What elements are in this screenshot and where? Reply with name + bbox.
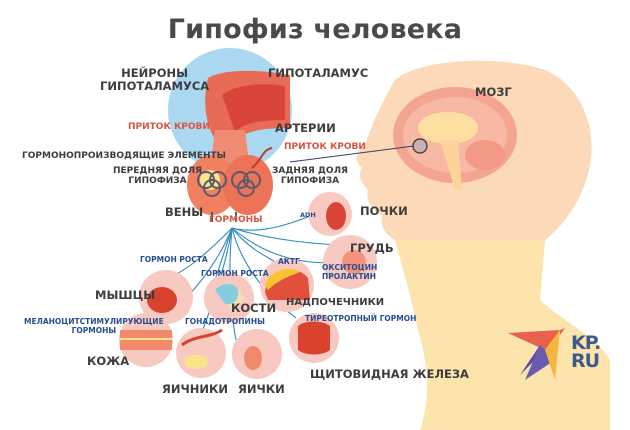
logo-kp: KP (571, 332, 595, 354)
label-line: ГИПОФИЗА (128, 176, 187, 187)
organ-muscles: МЫШЦЫ (95, 288, 156, 302)
hormone-gonadotropins: ГОНАДОТРОПИНЫ (185, 317, 265, 326)
label-line: ОКСИТОЦИН (322, 263, 378, 272)
label-line: ГИПОТАЛАМУСА (100, 79, 210, 94)
organ-thyroid: ЩИТОВИДНАЯ ЖЕЛЕЗА (310, 367, 469, 381)
hormone-melanocyte: МЕЛАНОЦИТСТИМУЛИРУЮЩИЕ ГОРМОНЫ (24, 317, 164, 335)
organ-testes: ЯИЧКИ (238, 382, 285, 396)
hormone-growth-bone: ГОРМОН РОСТА (201, 269, 269, 278)
logo-ru: RU (571, 350, 600, 373)
organ-skin: КОЖА (87, 354, 130, 368)
label-hypothalamus-neurons: НЕЙРОНЫ ГИПОТАЛАМУСА (100, 66, 210, 94)
label-arteries: АРТЕРИИ (275, 121, 336, 135)
label-veins: ВЕНЫ (165, 205, 204, 219)
kp-ru-logo: KP. RU (571, 332, 601, 373)
label-line: ГИПОФИЗА (280, 176, 340, 187)
label-brain: МОЗГ (475, 85, 512, 99)
hormone-thyrotropic: ТИРЕОТРОПНЫЙ ГОРМОН (305, 314, 417, 323)
label-line: ПЕРЕДНЯЯ ДОЛЯ (113, 166, 203, 176)
label-line: ПРОЛАКТИН (322, 271, 376, 281)
logo-dot: . (594, 332, 601, 354)
brain-illustration (393, 87, 517, 190)
hormone-growth-muscle: ГОРМОН РОСТА (140, 255, 208, 264)
logo-line1: KP. (571, 332, 601, 354)
label-line: ЗАДНЯЯ ДОЛЯ (272, 166, 348, 176)
page-title: Гипофиз человека (167, 14, 463, 45)
label-line: НЕЙРОНЫ (121, 66, 189, 80)
label-hypothalamus: ГИПОТАЛАМУС (268, 66, 369, 80)
organ-ovaries: ЯИЧНИКИ (162, 382, 229, 396)
hormone-adh: ADH (300, 211, 316, 219)
organ-bones: КОСТИ (231, 301, 277, 315)
organ-adrenals: НАДПОЧЕЧНИКИ (286, 297, 385, 308)
label-line: ГОРМОНЫ (71, 325, 117, 335)
kp-bird-logo (508, 328, 565, 380)
organ-breast: ГРУДЬ (350, 241, 394, 255)
hormone-acth: АКТГ (278, 257, 300, 266)
ovary-circle (176, 328, 226, 378)
label-hormones: ГОРМОНЫ (209, 215, 263, 225)
label-blood-flow-left: ПРИТОК КРОВИ (128, 122, 210, 132)
label-line: МЕЛАНОЦИТСТИМУЛИРУЮЩИЕ (24, 317, 164, 326)
label-hormone-producing-elements: ГОРМОНОПРОИЗВОДЯЩИЕ ЭЛЕМЕНТЫ (22, 151, 227, 161)
label-anterior-lobe: ПЕРЕДНЯЯ ДОЛЯ ГИПОФИЗА (113, 166, 202, 187)
hormone-oxytocin-prolactin: ОКСИТОЦИН ПРОЛАКТИН (322, 263, 378, 281)
label-posterior-lobe: ЗАДНЯЯ ДОЛЯ ГИПОФИЗА (272, 166, 348, 187)
organ-kidneys: ПОЧКИ (360, 204, 408, 218)
label-blood-flow-right: ПРИТОК КРОВИ (284, 142, 366, 152)
